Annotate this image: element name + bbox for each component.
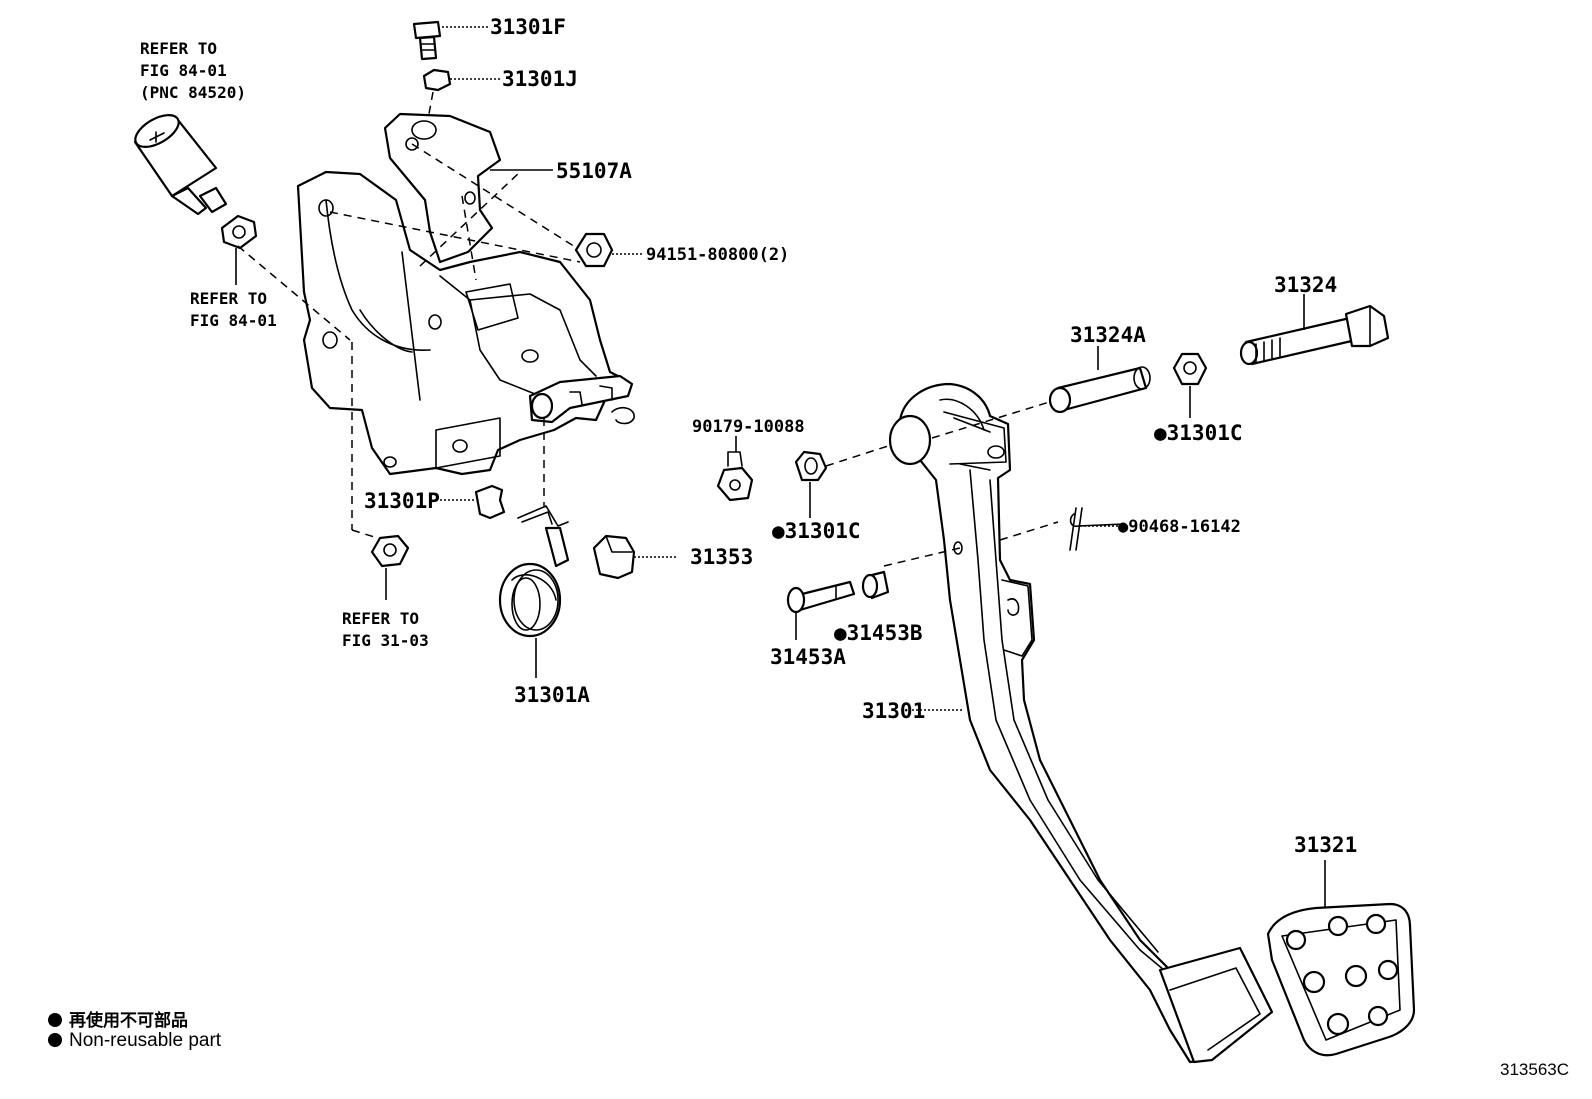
- pedal-bracket-55107A: [296, 112, 635, 476]
- label-90468-16142: ●90468-16142: [1118, 517, 1241, 537]
- label-31301P: 31301P: [364, 489, 440, 513]
- bullet-icon: [48, 1013, 62, 1027]
- switch-nut: [220, 214, 258, 250]
- bush-31301C-left: [794, 450, 828, 482]
- bush-31453B: [861, 570, 890, 600]
- clip-31301P: [474, 484, 506, 520]
- bolt-31324: [1239, 304, 1390, 366]
- bolt-31301F: [412, 20, 442, 61]
- label-refer-fig-84-01: REFER TO FIG 84-01: [190, 289, 277, 330]
- label-55107A: 55107A: [556, 159, 632, 183]
- legend-non-reusable-en: Non-reusable part: [48, 1030, 221, 1052]
- bullet-icon: [48, 1033, 62, 1047]
- label-refer-fig-31-03: REFER TO FIG 31-03: [342, 609, 429, 650]
- legend-non-reusable-jp: 再使用不可部品: [48, 1006, 188, 1031]
- nut-94151: [574, 232, 614, 268]
- cotter-pin-90468: [1069, 507, 1125, 551]
- clutch-pedal-31301: [888, 382, 1274, 1064]
- label-31301J: 31301J: [502, 67, 578, 91]
- label-31301C-left: ●31301C: [772, 519, 861, 543]
- label-31453B: ●31453B: [834, 621, 923, 645]
- label-31453A: 31453A: [770, 645, 846, 669]
- cushion-31353: [592, 534, 636, 580]
- pin-31453A: [786, 580, 856, 614]
- nut-refer-31-03: [370, 534, 410, 568]
- pedal-pad-31321: [1266, 902, 1416, 1057]
- nut-90179: [716, 451, 754, 502]
- label-31301A: 31301A: [514, 683, 590, 707]
- label-31321: 31321: [1294, 833, 1357, 857]
- label-31353: 31353: [690, 545, 753, 569]
- label-31301: 31301: [862, 699, 925, 723]
- label-31324: 31324: [1274, 273, 1337, 297]
- collar-31324A: [1048, 366, 1151, 414]
- label-31324A: 31324A: [1070, 323, 1146, 347]
- label-31301C-right: ●31301C: [1154, 421, 1243, 445]
- label-31301F: 31301F: [490, 15, 566, 39]
- label-94151-80800: 94151-80800(2): [646, 245, 789, 265]
- nut-31301C-right: [1172, 352, 1208, 386]
- spring-31301A: [498, 505, 570, 638]
- figure-code: 313563C: [1500, 1060, 1570, 1079]
- nut-31301J: [422, 68, 452, 92]
- label-90179-10088: 90179-10088: [692, 417, 805, 437]
- clutch-switch: [133, 114, 228, 216]
- label-refer-fig-84-01-pnc: REFER TO FIG 84-01 (PNC 84520): [140, 39, 246, 102]
